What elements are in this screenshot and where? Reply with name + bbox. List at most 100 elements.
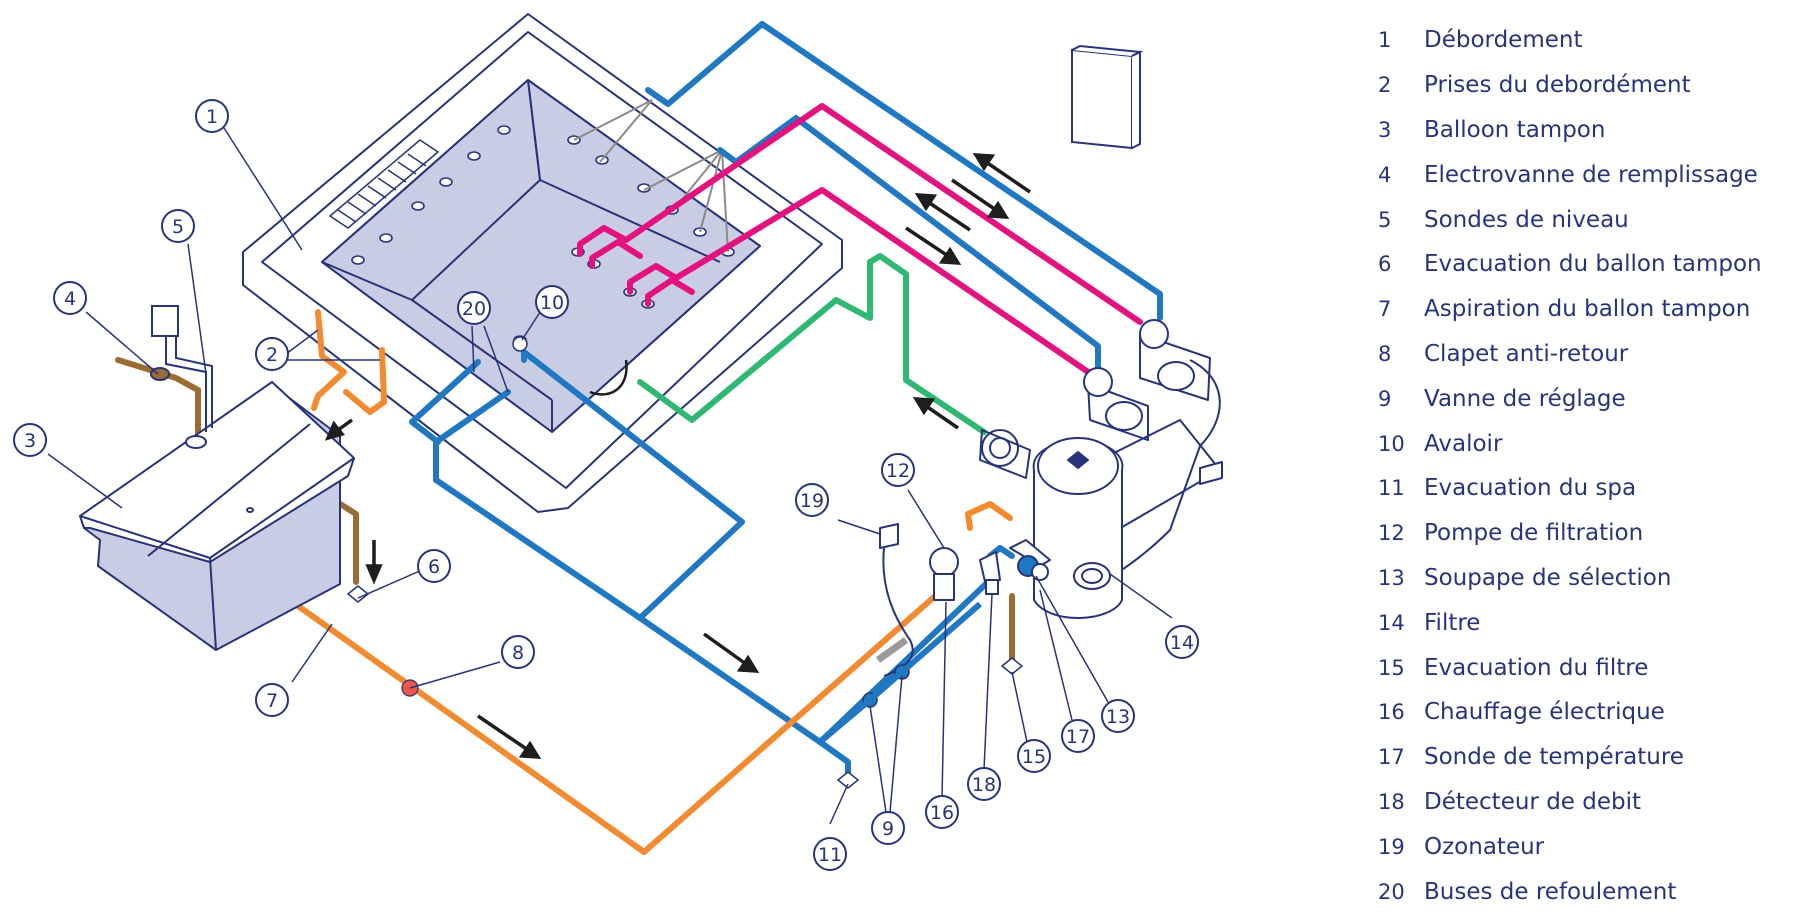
legend-item: 8 Clapet anti-retour	[1378, 332, 1793, 377]
legend-label: Sondes de niveau	[1424, 206, 1629, 233]
svg-text:19: 19	[800, 490, 824, 512]
legend-label: Filtre	[1424, 609, 1481, 636]
flow-arrows	[324, 153, 1031, 759]
callout-12: 12	[881, 453, 915, 487]
legend-item: 16 Chauffage électrique	[1378, 690, 1793, 735]
legend-item: 5 Sondes de niveau	[1378, 197, 1793, 242]
legend-item: 2 Prises du debordément	[1378, 63, 1793, 108]
legend-number: 5	[1378, 207, 1392, 232]
legend-item: 17 Sonde de température	[1378, 735, 1793, 780]
svg-text:10: 10	[540, 292, 564, 314]
legend-number: 2	[1378, 73, 1392, 98]
legend-item: 7 Aspiration du ballon tampon	[1378, 287, 1793, 332]
legend-item: 18 Détecteur de debit	[1378, 780, 1793, 825]
spa-basin	[242, 13, 843, 513]
legend-label: Prises du debordément	[1424, 72, 1691, 99]
callout-10: 10	[535, 285, 569, 319]
svg-text:20: 20	[462, 298, 486, 320]
brown-pipes	[115, 357, 1015, 663]
callout-6: 6	[417, 549, 451, 583]
legend-number: 15	[1378, 655, 1405, 680]
legend-number: 4	[1378, 162, 1392, 187]
callout-2: 2	[255, 337, 289, 371]
callout-4: 4	[53, 281, 87, 315]
legend-number: 13	[1378, 565, 1405, 590]
legend-label: Ozonateur	[1424, 833, 1545, 860]
svg-text:7: 7	[266, 690, 278, 712]
legend-label: Pompe de filtration	[1424, 520, 1644, 547]
legend-label: Clapet anti-retour	[1424, 340, 1629, 367]
legend-number: 6	[1378, 252, 1392, 277]
svg-text:6: 6	[428, 556, 440, 578]
legend-number: 7	[1378, 297, 1392, 322]
callout-19: 19	[795, 483, 829, 517]
callout-13: 13	[1101, 699, 1135, 733]
legend-number: 16	[1378, 700, 1405, 725]
callout-11: 11	[813, 837, 847, 871]
svg-text:14: 14	[1170, 632, 1194, 654]
callout-18: 18	[967, 767, 1001, 801]
callout-7: 7	[255, 683, 289, 717]
control-box	[1071, 44, 1144, 150]
legend-number: 9	[1378, 386, 1392, 411]
legend-label: Chauffage électrique	[1424, 699, 1665, 726]
callout-8: 8	[501, 635, 535, 669]
callout-20: 20	[457, 291, 491, 325]
callout-16: 16	[925, 795, 959, 829]
legend-number: 8	[1378, 341, 1392, 366]
legend-number: 18	[1378, 789, 1405, 814]
legend-label: Sonde de température	[1424, 744, 1684, 771]
svg-text:16: 16	[930, 802, 954, 824]
overflow-grille	[329, 139, 439, 229]
svg-text:11: 11	[818, 844, 842, 866]
legend-item: 4 Electrovanne de remplissage	[1378, 152, 1793, 197]
legend-label: Détecteur de debit	[1424, 788, 1642, 815]
green-hose-hook	[589, 359, 628, 396]
svg-text:18: 18	[972, 774, 996, 796]
svg-text:17: 17	[1066, 726, 1090, 748]
legend-item: 11 Evacuation du spa	[1378, 466, 1793, 511]
drains	[346, 336, 1024, 789]
callout-15: 15	[1017, 739, 1051, 773]
legend-item: 12 Pompe de filtration	[1378, 511, 1793, 556]
legend-number: 3	[1378, 117, 1392, 142]
svg-text:3: 3	[24, 430, 36, 452]
legend-item: 20 Buses de refoulement	[1378, 869, 1793, 914]
svg-text:9: 9	[882, 818, 894, 840]
legend-number: 1	[1378, 28, 1392, 53]
legend-label: Avaloir	[1424, 430, 1503, 457]
legend-label: Electrovanne de remplissage	[1424, 161, 1758, 188]
level-sensor-box	[150, 305, 213, 432]
legend-number: 11	[1378, 476, 1405, 501]
legend-label: Buses de refoulement	[1424, 878, 1677, 905]
adjustment-valves	[818, 601, 982, 745]
callout-14: 14	[1165, 625, 1199, 659]
legend-label: Evacuation du spa	[1424, 475, 1637, 502]
legend-number: 14	[1378, 610, 1405, 635]
callout-5: 5	[161, 209, 195, 243]
buffer-tank	[79, 381, 355, 651]
legend-number: 12	[1378, 521, 1405, 546]
callout-17: 17	[1061, 719, 1095, 753]
legend-number: 17	[1378, 745, 1405, 770]
callout-3: 3	[13, 423, 47, 457]
green-pipe	[637, 253, 987, 435]
filtration-equipment	[879, 319, 1223, 677]
magenta-pipes	[577, 103, 1143, 379]
svg-text:2: 2	[266, 344, 278, 366]
legend-number: 10	[1378, 431, 1405, 456]
svg-text:8: 8	[512, 642, 524, 664]
legend-label: Evacuation du ballon tampon	[1424, 251, 1762, 278]
legend-number: 20	[1378, 879, 1405, 904]
air-hoses	[573, 99, 729, 253]
callout-9: 9	[871, 811, 905, 845]
orange-pipes	[267, 309, 1013, 855]
svg-text:5: 5	[172, 216, 184, 238]
legend-label: Aspiration du ballon tampon	[1424, 296, 1751, 323]
